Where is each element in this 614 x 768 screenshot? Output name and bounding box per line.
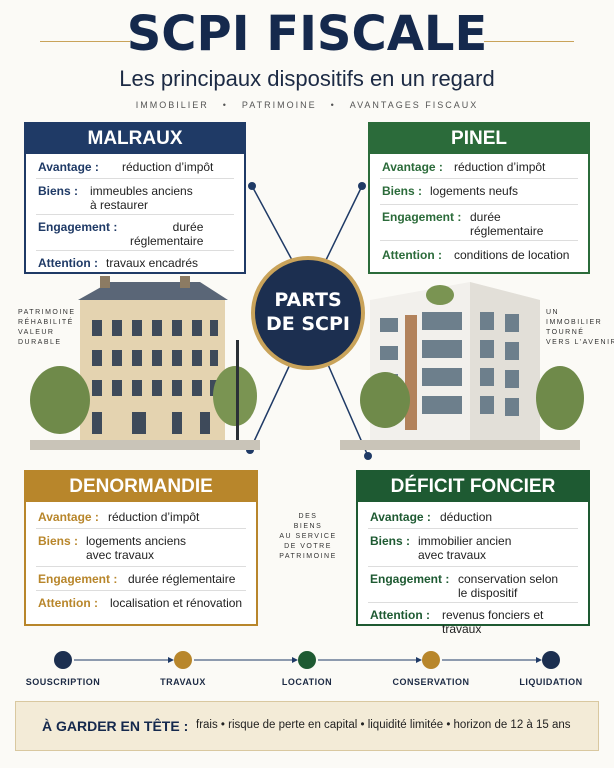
timeline-label-conservation: CONSERVATION — [392, 677, 470, 687]
reminder-banner: À GARDER EN TÊTE : frais • risque de per… — [15, 701, 599, 751]
card-row: Biens :immobilier ancien avec travaux — [370, 534, 512, 562]
card-pinel: PINEL Avantage :réduction d’impôt Biens … — [368, 122, 590, 274]
timeline-dot-souscription — [54, 651, 72, 669]
page-subtitle: Les principaux dispositifs en un regard — [119, 66, 495, 91]
card-denormandie-title: DENORMANDIE — [26, 472, 256, 502]
timeline-label-location: LOCATION — [281, 677, 333, 687]
card-denormandie: DENORMANDIE Avantage :réduction d’impôt … — [24, 470, 258, 626]
center-badge-line1: PARTS — [274, 289, 342, 311]
timeline-dot-liquidation — [542, 651, 560, 669]
card-row: Attention :conditions de location — [382, 248, 570, 262]
side-note-middle: DES BIENS AU SERVICE DE VOTRE PATRIMOINE — [279, 513, 337, 560]
connector-dot — [358, 182, 366, 190]
card-row: Engagement :conservation selon le dispos… — [370, 572, 559, 600]
timeline-label-liquidation: LIQUIDATION — [519, 677, 583, 687]
header-tags: IMMOBILIER • PATRIMOINE • AVANTAGES FISCAUX — [0, 100, 614, 110]
reminder-label: À GARDER EN TÊTE : — [42, 718, 189, 734]
card-row: Attention :travaux encadrés — [38, 256, 199, 270]
card-row: Avantage :réduction d’impôt — [38, 160, 214, 174]
card-row: Biens :immeubles anciens à restaurer — [38, 184, 193, 212]
timeline-dot-travaux — [174, 651, 192, 669]
side-note-right: UN IMMOBILIER TOURNÉ VERS L’AVENIR — [546, 309, 614, 346]
illustration — [30, 182, 584, 460]
card-row: Avantage :déduction — [370, 510, 493, 524]
center-badge: PARTS DE SCPI — [251, 256, 365, 370]
connector-dot — [248, 182, 256, 190]
connector-dot — [364, 452, 372, 460]
tag-patrimoine: PATRIMOINE — [241, 100, 317, 110]
haussmann-building-illustration — [30, 276, 260, 450]
card-pinel-title: PINEL — [370, 124, 588, 154]
timeline-label-travaux: TRAVAUX — [160, 677, 206, 687]
card-deficit-foncier: DÉFICIT FONCIER Avantage :déduction Bien… — [356, 470, 590, 636]
card-deficit-foncier-title: DÉFICIT FONCIER — [358, 472, 588, 502]
card-row: Engagement :durée réglementaire — [38, 572, 236, 586]
tag-avantages-fiscaux: AVANTAGES FISCAUX — [349, 100, 479, 110]
card-malraux: MALRAUX Avantage :réduction d’impôt Bien… — [24, 122, 246, 274]
tag-separator: • — [330, 100, 336, 110]
card-row: Attention :localisation et rénovation — [38, 596, 243, 610]
card-row: Avantage :réduction d’impôt — [382, 160, 546, 174]
card-row: Engagement :durée réglementaire — [38, 220, 204, 248]
side-note-left: PATRIMOINE RÉHABILITÉ VALEUR DURABLE — [18, 309, 76, 346]
tag-immobilier: IMMOBILIER — [135, 100, 209, 110]
header-rule-left — [40, 41, 130, 42]
timeline-dot-conservation — [422, 651, 440, 669]
header-rule-right — [484, 41, 574, 42]
page-title: SCPI FISCALE — [126, 6, 488, 62]
center-badge-line2: DE SCPI — [266, 313, 350, 335]
card-malraux-title: MALRAUX — [26, 124, 244, 154]
timeline-track — [74, 657, 542, 663]
card-row: Biens :logements neufs — [382, 184, 519, 198]
card-row: Attention :revenus fonciers et travaux — [370, 608, 544, 636]
card-row: Biens :logements anciens avec travaux — [38, 534, 187, 562]
reminder-text: frais • risque de perte en capital • liq… — [196, 719, 571, 731]
tag-separator: • — [222, 100, 228, 110]
modern-building-illustration — [340, 282, 584, 450]
timeline-label-souscription: SOUSCRIPTION — [25, 677, 101, 687]
card-row: Avantage :réduction d’impôt — [38, 510, 200, 524]
timeline-dot-location — [298, 651, 316, 669]
card-row: Engagement :durée réglementaire — [382, 210, 544, 238]
